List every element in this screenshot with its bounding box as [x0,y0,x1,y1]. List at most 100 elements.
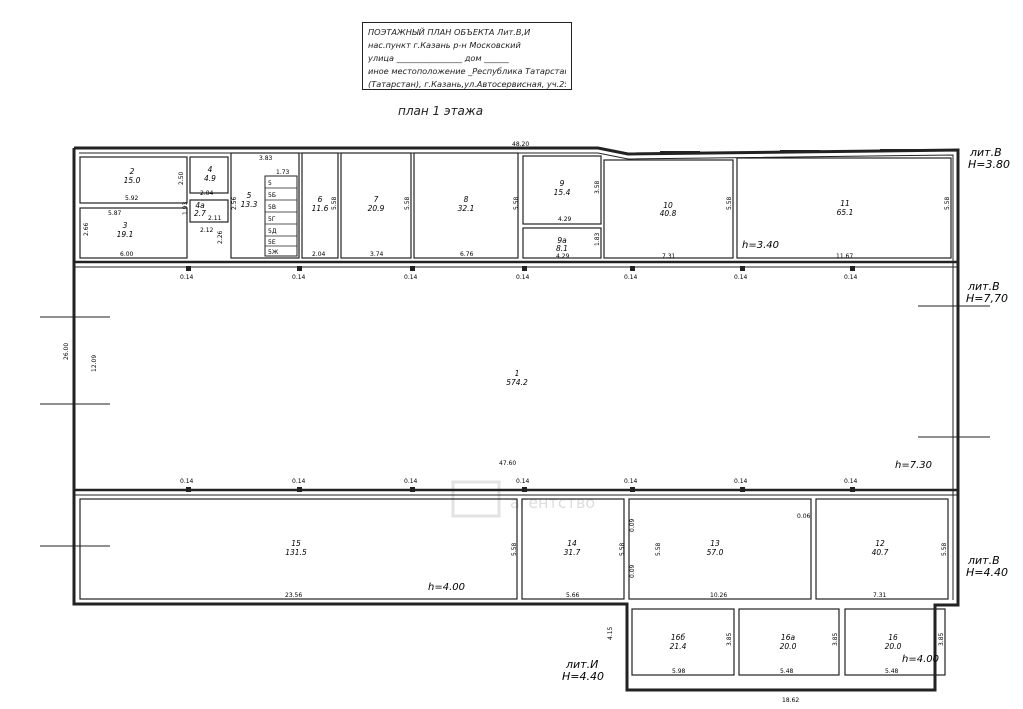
dim-pillar-a: 0.14 [180,274,194,281]
dim-pillar-e: 0.14 [624,274,638,281]
dim-annex-1: 5.98 [672,668,686,675]
room-16a-number: 16а [781,633,796,642]
room-9-number: 9 [560,179,565,188]
ceiling-room-16: h=4.00 [902,654,939,665]
dim-small-0: 0.09 [629,518,636,532]
room-12-outline [815,498,949,600]
pillars [186,266,855,492]
dim-room3-bottom: 6.00 [120,251,134,258]
dim-pillar-g: 0.14 [844,274,858,281]
room-15-number: 15 [291,539,301,548]
room-9a-outline [522,227,602,259]
litera-3-height: H=4.40 [966,566,1008,579]
room-5-area: 13.3 [241,200,258,209]
room-6-area: 11.6 [312,204,329,213]
dim-pillar-b: 0.14 [292,274,306,281]
room-8-outline [413,152,519,259]
dim-top-7: 7.31 [662,253,676,260]
room-15-area: 131.5 [285,548,307,557]
room-8-number: 8 [464,195,469,204]
room-14-number: 14 [567,539,577,548]
dim-room4-3: 2.12 [200,227,214,234]
room-11-number: 11 [840,199,850,208]
dim-room2-width: 5.92 [125,195,139,202]
room-14-area: 31.7 [564,548,581,557]
dim-bottom-2: 10.26 [710,592,727,599]
room-16-area: 20.0 [885,642,902,651]
dim-lower-side-0: 5.58 [511,542,518,556]
dim-room4-4: 2.26 [217,230,224,244]
dim-bottom-1: 5.66 [566,592,580,599]
dim-annex-6: 3.85 [938,632,945,646]
room-9a-number: 9а [557,236,567,245]
wc-label-2: 5В [268,204,276,211]
dim-misc-5: 5.58 [726,196,733,210]
dim-pillar-n: 0.14 [844,478,858,485]
room-7-outline [340,152,412,259]
dim-inner-length: 47.60 [499,460,516,467]
dim-pillar-m: 0.14 [734,478,748,485]
litera-2-name: лит.В [967,280,1000,293]
dim-pillar-l: 0.14 [624,478,638,485]
dim-lower-side-2: 5.58 [655,542,662,556]
room-5-number: 5 [247,191,252,200]
room-3-outline [79,207,188,259]
dim-pillar-d: 0.14 [516,274,530,281]
dim-annex-4: 3.85 [726,632,733,646]
room-12-area: 40.7 [872,548,889,557]
litera-4-name: лит.И [565,658,598,671]
dim-room3-top: 5.87 [108,210,122,217]
room-16b-number: 16б [671,633,686,642]
dim-annex-3: 5.48 [885,668,899,675]
wc-block [264,175,298,257]
dim-top-3: 3.74 [370,251,384,258]
wc-label-0: 5 [268,180,272,187]
room-4a-outline [189,199,229,223]
dim-room4-0: 2.04 [200,190,214,197]
room-12-number: 12 [875,539,885,548]
room-3-area: 19.1 [117,230,134,239]
room-4-number: 4 [208,165,213,174]
dim-room4-1: 1.93 [182,201,189,215]
dim-bottom-0: 23.56 [285,592,302,599]
room-9-area: 15.4 [554,188,571,197]
room-2-outline [79,156,188,204]
dim-misc-0: 5.58 [331,196,338,210]
room-3-number: 3 [123,221,128,230]
room-16b-area: 21.4 [670,642,687,651]
dim-annex-5: 3.85 [832,632,839,646]
room-8-area: 32.1 [458,204,475,213]
dim-room5-side: 2.56 [231,196,238,210]
dim-top-8: 11.67 [836,253,853,260]
dim-misc-6: 5.58 [944,196,951,210]
room-11-outline [736,157,952,259]
dim-top-5: 4.29 [558,216,572,223]
dim-room3-side: 2.66 [83,222,90,236]
room-10-number: 10 [663,201,673,210]
litera-4-height: H=4.40 [562,670,604,683]
title-line-2: нас.пункт г.Казань р-н Московский [368,40,521,50]
ceiling-room-10: h=3.40 [742,240,779,251]
dim-top-0: 3.83 [259,155,273,162]
dim-bottom-total: 18.62 [782,697,799,704]
dim-top-length: 48.20 [512,141,529,148]
litera-2-height: H=7,70 [966,292,1008,305]
room-1-area: 574.2 [506,378,528,387]
room-4-area: 4.9 [204,174,216,183]
room-15-outline [79,498,518,600]
dim-pillar-i: 0.14 [292,478,306,485]
room-6-outline [301,152,339,259]
dim-pillar-f: 0.14 [734,274,748,281]
title-line-4: иное местоположение _Республика Татарста… [368,66,566,76]
room-4-outline [189,156,229,194]
watermark-text: агентство [510,493,595,512]
dim-top-2: 2.04 [312,251,326,258]
room-1-number: 1 [515,369,520,378]
litera-1-height: H=3.80 [968,158,1010,171]
wc-label-4: 5Д [268,228,277,235]
dim-top-1: 1.73 [276,169,290,176]
dim-top-6: 4.29 [556,253,570,260]
room-6-number: 6 [318,195,323,204]
room-16a-area: 20.0 [780,642,797,651]
ceiling-room-1: h=7.30 [895,460,932,471]
